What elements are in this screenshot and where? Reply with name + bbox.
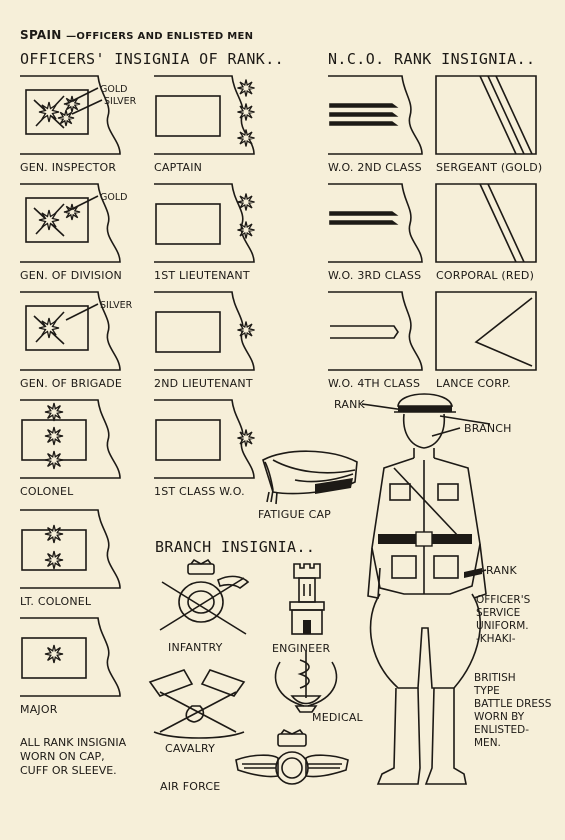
nco-insignia-panel bbox=[435, 183, 537, 263]
rank-star-icon bbox=[63, 203, 81, 221]
officer-cuff-panel bbox=[20, 617, 121, 697]
rank-star-icon bbox=[44, 402, 64, 422]
rank-star-icon bbox=[38, 101, 60, 123]
rank-star-icon bbox=[44, 450, 64, 470]
figure-label-rank-cap: RANK bbox=[334, 398, 365, 411]
rank-star-icon bbox=[44, 524, 64, 544]
officer-rank-label: 1ST CLASS W.O. bbox=[154, 485, 245, 498]
figure-label-branch: BRANCH bbox=[464, 422, 512, 435]
nco-insignia-panel bbox=[435, 291, 537, 371]
rank-star-icon bbox=[237, 429, 255, 447]
page-header: SPAIN —OFFICERS AND ENLISTED MEN bbox=[20, 28, 253, 42]
rank-star-icon bbox=[63, 95, 81, 113]
officer-cuff-panel bbox=[154, 75, 255, 155]
officer-rank-label: GEN. OF BRIGADE bbox=[20, 377, 123, 390]
uniform-note: OFFICER'S SERVICE UNIFORM. -KHAKI- bbox=[476, 594, 531, 645]
branch-label-engineer: ENGINEER bbox=[272, 642, 331, 655]
officer-rank-label: GEN. INSPECTOR bbox=[20, 161, 117, 174]
rank-star-icon bbox=[237, 129, 255, 147]
branch-section-title: BRANCH INSIGNIA.. bbox=[155, 538, 316, 556]
country-title: SPAIN bbox=[20, 28, 62, 42]
fatigue-cap-drawing bbox=[262, 450, 358, 505]
fatigue-cap-label: FATIGUE CAP bbox=[258, 508, 332, 521]
metal-callout-label: GOLD bbox=[100, 192, 127, 203]
cavalry-emblem bbox=[148, 669, 246, 739]
rank-star-icon bbox=[57, 109, 75, 127]
officer-cuff-panel bbox=[154, 291, 255, 371]
rank-star-icon bbox=[44, 550, 64, 570]
officer-rank-label: CAPTAIN bbox=[154, 161, 203, 174]
rank-star-icon bbox=[237, 321, 255, 339]
officer-cuff-panel bbox=[154, 399, 255, 479]
metal-callout-label: SILVER bbox=[100, 300, 133, 311]
branch-pointer bbox=[431, 415, 491, 437]
officer-cuff-panel: GOLD bbox=[20, 183, 127, 263]
nco-rank-label: SERGEANT (GOLD) bbox=[436, 161, 543, 174]
officer-rank-label: LT. COLONEL bbox=[20, 595, 92, 608]
rank-cuff-pointer bbox=[471, 569, 487, 575]
officer-rank-label: GEN. OF DIVISION bbox=[20, 269, 122, 282]
figure-label-rank-cuff: RANK bbox=[486, 564, 517, 577]
branch-label-air-force: AIR FORCE bbox=[160, 780, 221, 793]
nco-insignia-panel bbox=[435, 75, 537, 155]
nco-insignia-panel bbox=[328, 75, 423, 155]
rank-star-icon bbox=[44, 644, 64, 664]
officer-figure-drawing bbox=[367, 393, 487, 785]
air-force-emblem bbox=[235, 728, 349, 785]
officers-section-title: OFFICERS' INSIGNIA OF RANK.. bbox=[20, 50, 285, 68]
rank-star-icon bbox=[237, 221, 255, 239]
officer-cuff-panel bbox=[20, 399, 121, 479]
rank-star-icon bbox=[44, 426, 64, 446]
rank-star-icon bbox=[237, 103, 255, 121]
branch-label-cavalry: CAVALRY bbox=[165, 742, 216, 755]
footnote: ALL RANK INSIGNIA WORN ON CAP, CUFF OR S… bbox=[20, 736, 127, 777]
officer-rank-label: MAJOR bbox=[20, 703, 58, 716]
medical-emblem bbox=[274, 652, 338, 713]
rank-star-icon bbox=[38, 317, 60, 339]
nco-rank-label: W.O. 4TH CLASS bbox=[328, 377, 421, 390]
infantry-emblem bbox=[159, 558, 250, 635]
branch-label-medical: MEDICAL bbox=[312, 711, 363, 724]
nco-rank-label: W.O. 3RD CLASS bbox=[328, 269, 422, 282]
officer-rank-label: COLONEL bbox=[20, 485, 74, 498]
officer-rank-label: 2ND LIEUTENANT bbox=[154, 377, 253, 390]
nco-insignia-panel bbox=[328, 183, 423, 263]
rank-star-icon bbox=[237, 193, 255, 211]
battle-dress-note: BRITISH TYPE BATTLE DRESS WORN BY ENLIST… bbox=[474, 672, 552, 749]
metal-callout-label: GOLD bbox=[100, 84, 127, 95]
nco-rank-label: LANCE CORP. bbox=[436, 377, 511, 390]
rank-star-icon bbox=[38, 209, 60, 231]
officer-cuff-panel bbox=[20, 509, 121, 589]
nco-insignia-panel bbox=[328, 291, 423, 371]
header-subtitle: —OFFICERS AND ENLISTED MEN bbox=[66, 31, 254, 42]
branch-label-infantry: INFANTRY bbox=[168, 641, 223, 654]
nco-section-title: N.C.O. RANK INSIGNIA.. bbox=[328, 50, 536, 68]
officer-cuff-panel bbox=[154, 183, 255, 263]
metal-callout-label: SILVER bbox=[104, 96, 137, 107]
rank-cap-pointer bbox=[361, 403, 405, 411]
engineer-emblem bbox=[289, 563, 325, 635]
officer-rank-label: 1ST LIEUTENANT bbox=[154, 269, 250, 282]
officer-cuff-panel: SILVER bbox=[20, 291, 133, 371]
nco-rank-label: W.O. 2ND CLASS bbox=[328, 161, 422, 174]
nco-rank-label: CORPORAL (RED) bbox=[436, 269, 535, 282]
rank-star-icon bbox=[237, 79, 255, 97]
